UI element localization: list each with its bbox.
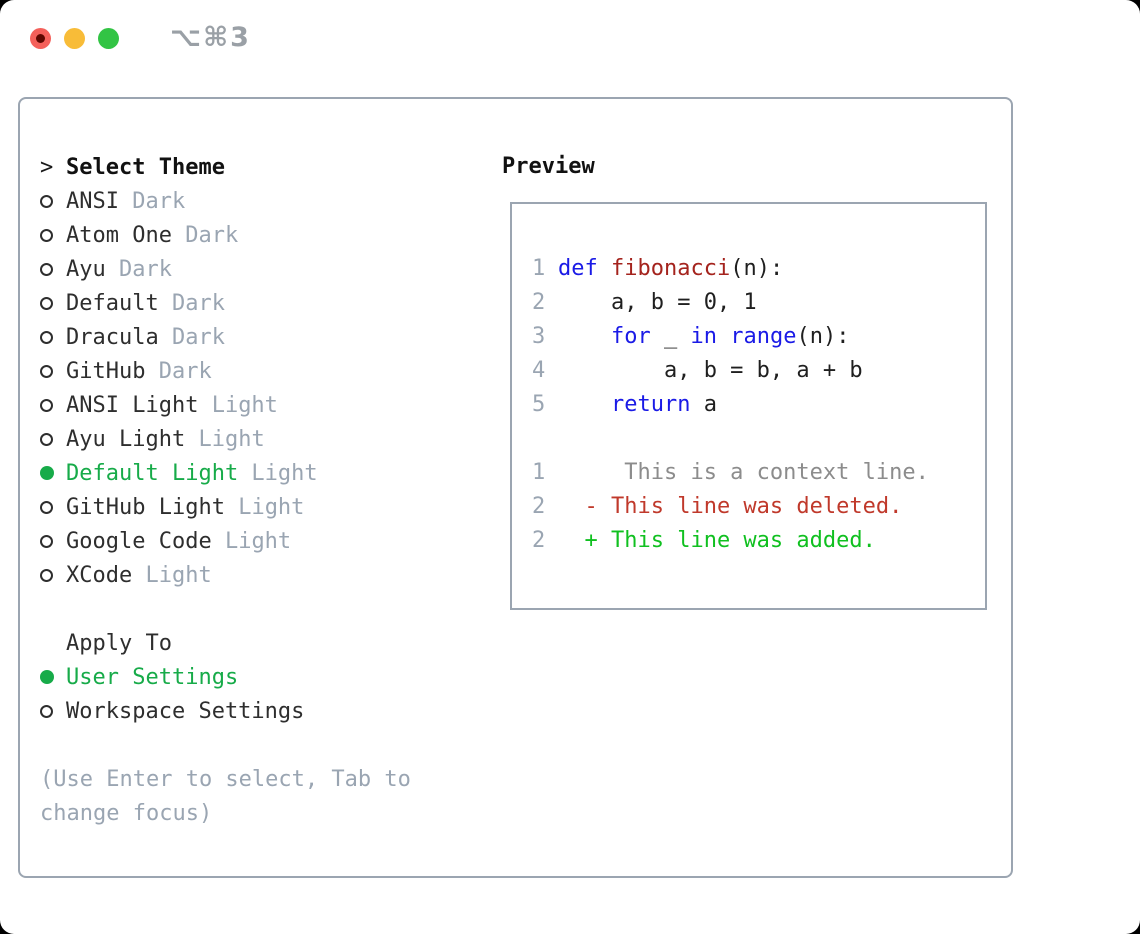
line-number: 4 [532, 358, 546, 383]
line-number: 5 [532, 392, 546, 417]
theme-variant-tag: Light [238, 460, 318, 486]
apply-option-user-settings[interactable]: User Settings [40, 660, 411, 694]
line-number: 1 [532, 460, 546, 485]
radio-icon [40, 534, 53, 548]
radio-icon [40, 364, 53, 378]
theme-variant-tag: Dark [118, 188, 186, 214]
spacer [40, 728, 411, 762]
hint-text: (Use Enter to select, Tab to change focu… [40, 762, 411, 830]
preview-header: Preview [502, 154, 595, 179]
preview-code-line: 3 for _ in range(n): [532, 320, 985, 354]
apply-option-workspace-settings[interactable]: Workspace Settings [40, 694, 411, 728]
radio-selected-icon [40, 466, 54, 480]
line-number: 2 [532, 528, 546, 553]
theme-variant-tag: Light [185, 426, 265, 452]
theme-name: ANSI [66, 188, 119, 214]
theme-name: Atom One [66, 222, 172, 248]
theme-option-xcode[interactable]: XCode Light [40, 558, 411, 592]
radio-icon [40, 704, 53, 718]
apply-option-label: User Settings [66, 664, 239, 690]
line-number: 3 [532, 324, 546, 349]
close-dot-icon [36, 34, 45, 43]
theme-name: Default [66, 290, 159, 316]
hint-line-2: change focus) [40, 800, 213, 826]
theme-option-github[interactable]: GitHub Dark [40, 354, 411, 388]
theme-variant-tag: Light [132, 562, 212, 588]
radio-icon [40, 568, 53, 582]
theme-option-google-code[interactable]: Google Code Light [40, 524, 411, 558]
theme-variant-tag: Dark [158, 290, 225, 316]
spacer [40, 592, 411, 626]
preview-code-line: 4 a, b = b, a + b [532, 354, 985, 388]
hint-line-1: (Use Enter to select, Tab to [40, 766, 411, 792]
theme-name: Default Light [66, 460, 239, 486]
theme-name: Ayu Light [66, 426, 186, 452]
theme-variant-tag: Dark [171, 222, 239, 248]
line-number: 2 [532, 494, 546, 519]
preview-code-line: 2 a, b = 0, 1 [532, 286, 985, 320]
theme-option-ansi-light[interactable]: ANSI Light Light [40, 388, 411, 422]
radio-icon [40, 398, 53, 412]
radio-icon [40, 432, 53, 446]
maximize-button[interactable] [98, 28, 119, 49]
theme-name: GitHub Light [66, 494, 225, 520]
radio-icon [40, 296, 53, 310]
preview-blank-line [532, 422, 985, 456]
cursor-icon: > [40, 154, 54, 180]
close-button[interactable] [30, 28, 51, 49]
theme-variant-tag: Dark [145, 358, 212, 384]
theme-name: ANSI Light [66, 392, 199, 418]
select-theme-title: Select Theme [66, 154, 225, 180]
theme-variant-tag: Light [211, 528, 292, 554]
radio-icon [40, 194, 53, 208]
theme-variant-tag: Light [198, 392, 278, 418]
theme-option-ayu[interactable]: Ayu Dark [40, 252, 411, 286]
radio-selected-icon [40, 670, 54, 684]
radio-icon [40, 262, 53, 276]
theme-variant-tag: Dark [158, 324, 225, 350]
apply-to-title: Apply To [66, 630, 172, 656]
theme-option-dracula[interactable]: Dracula Dark [40, 320, 411, 354]
traffic-lights [30, 28, 119, 49]
preview-diff-line: 2 + This line was added. [532, 524, 985, 558]
window-shortcut-label: ⌥⌘3 [170, 22, 251, 53]
preview-code-line: 5 return a [532, 388, 985, 422]
theme-name: Ayu [66, 256, 106, 282]
theme-option-ansi[interactable]: ANSI Dark [40, 184, 411, 218]
radio-icon [40, 228, 53, 242]
radio-icon [40, 500, 53, 514]
apply-to-header: Apply To [40, 626, 411, 660]
line-number: 2 [532, 290, 546, 315]
theme-option-default-light[interactable]: Default Light Light [40, 456, 411, 490]
theme-option-github-light[interactable]: GitHub Light Light [40, 490, 411, 524]
select-theme-header: > Select Theme [40, 150, 411, 184]
line-number: 1 [532, 256, 546, 281]
apply-option-label: Workspace Settings [66, 698, 305, 724]
theme-name: GitHub [66, 358, 146, 384]
radio-icon [40, 330, 53, 344]
theme-option-default[interactable]: Default Dark [40, 286, 411, 320]
theme-option-atom-one[interactable]: Atom One Dark [40, 218, 411, 252]
preview-diff-line: 1 This is a context line. [532, 456, 985, 490]
theme-name: Google Code [66, 528, 212, 554]
theme-name: Dracula [66, 324, 159, 350]
minimize-button[interactable] [64, 28, 85, 49]
theme-name: XCode [66, 562, 133, 588]
theme-variant-tag: Dark [105, 256, 172, 282]
theme-option-ayu-light[interactable]: Ayu Light Light [40, 422, 411, 456]
theme-variant-tag: Light [224, 494, 305, 520]
preview-diff-line: 2 - This line was deleted. [532, 490, 985, 524]
